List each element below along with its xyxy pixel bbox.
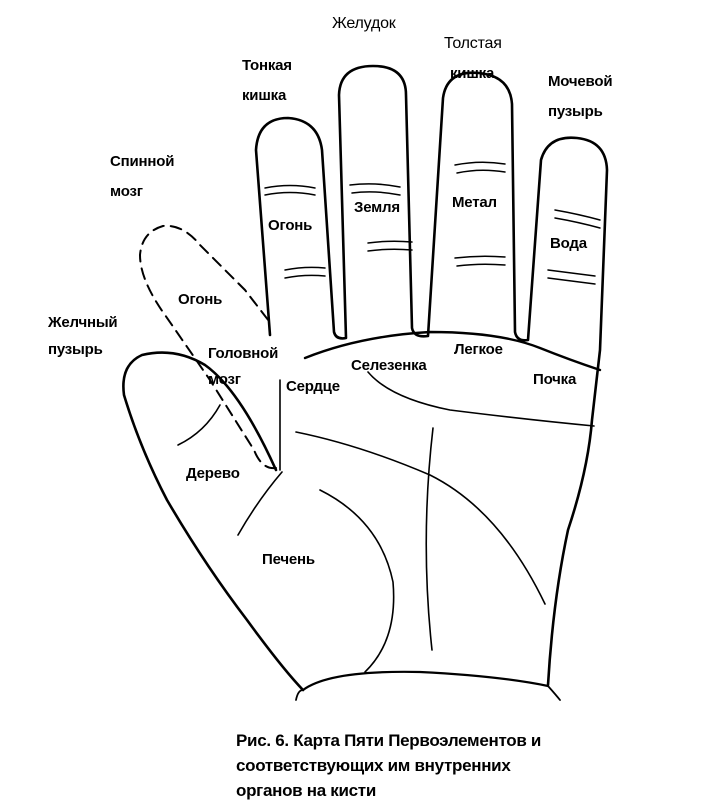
label-element-metal: Метал bbox=[452, 194, 497, 211]
caption-line-3: органов на кисти bbox=[236, 781, 376, 800]
wrist-line-2 bbox=[295, 689, 304, 701]
label-small-intestine-2: кишка bbox=[242, 87, 287, 104]
label-liver: Печень bbox=[262, 551, 315, 568]
label-small-intestine-1: Тонкая bbox=[242, 57, 292, 74]
label-stomach: Желудок bbox=[332, 15, 396, 32]
label-brain-2: мозг bbox=[208, 371, 241, 388]
life-line bbox=[319, 489, 395, 673]
label-bladder-2: пузырь bbox=[548, 103, 603, 120]
dashed-finger-outline bbox=[139, 224, 277, 470]
head-line bbox=[295, 431, 546, 605]
label-gallbladder-1: Желчный bbox=[48, 314, 118, 331]
finger-creases bbox=[264, 161, 601, 285]
thumb-outline bbox=[122, 351, 305, 692]
label-heart: Сердце bbox=[286, 378, 340, 395]
thumb-crease bbox=[177, 404, 221, 446]
wrist-line-3 bbox=[547, 685, 561, 701]
label-element-water: Вода bbox=[550, 235, 587, 252]
figure-caption: Рис. 6. Карта Пяти Первоэлементов и соот… bbox=[236, 728, 541, 803]
label-element-fire-finger: Огонь bbox=[268, 217, 313, 234]
label-spleen: Селезенка bbox=[351, 357, 427, 374]
hand-outline bbox=[254, 64, 609, 687]
caption-line-2: соответствующих им внутренних bbox=[236, 756, 511, 775]
label-large-intestine-2: кишка bbox=[450, 65, 495, 82]
label-gallbladder-2: пузырь bbox=[48, 341, 103, 358]
label-bladder-1: Мочевой bbox=[548, 73, 613, 90]
fate-line bbox=[425, 427, 434, 651]
caption-line-1: Рис. 6. Карта Пяти Первоэлементов и bbox=[236, 731, 542, 750]
label-lungs: Легкое bbox=[454, 341, 503, 358]
label-brain-1: Головной bbox=[208, 345, 279, 362]
label-kidney: Почка bbox=[533, 371, 577, 388]
label-spinal-cord-2: мозг bbox=[110, 183, 143, 200]
wrist-line bbox=[301, 670, 550, 692]
label-element-earth: Земля bbox=[354, 199, 400, 216]
label-spinal-cord-1: Спинной bbox=[110, 153, 175, 170]
label-element-wood: Дерево bbox=[186, 465, 240, 482]
label-element-fire-thumb: Огонь bbox=[178, 291, 223, 308]
heart-line bbox=[367, 371, 595, 427]
finger-base-line bbox=[303, 330, 602, 372]
wrist-fold bbox=[237, 471, 283, 536]
label-large-intestine-1: Толстая bbox=[444, 35, 502, 52]
